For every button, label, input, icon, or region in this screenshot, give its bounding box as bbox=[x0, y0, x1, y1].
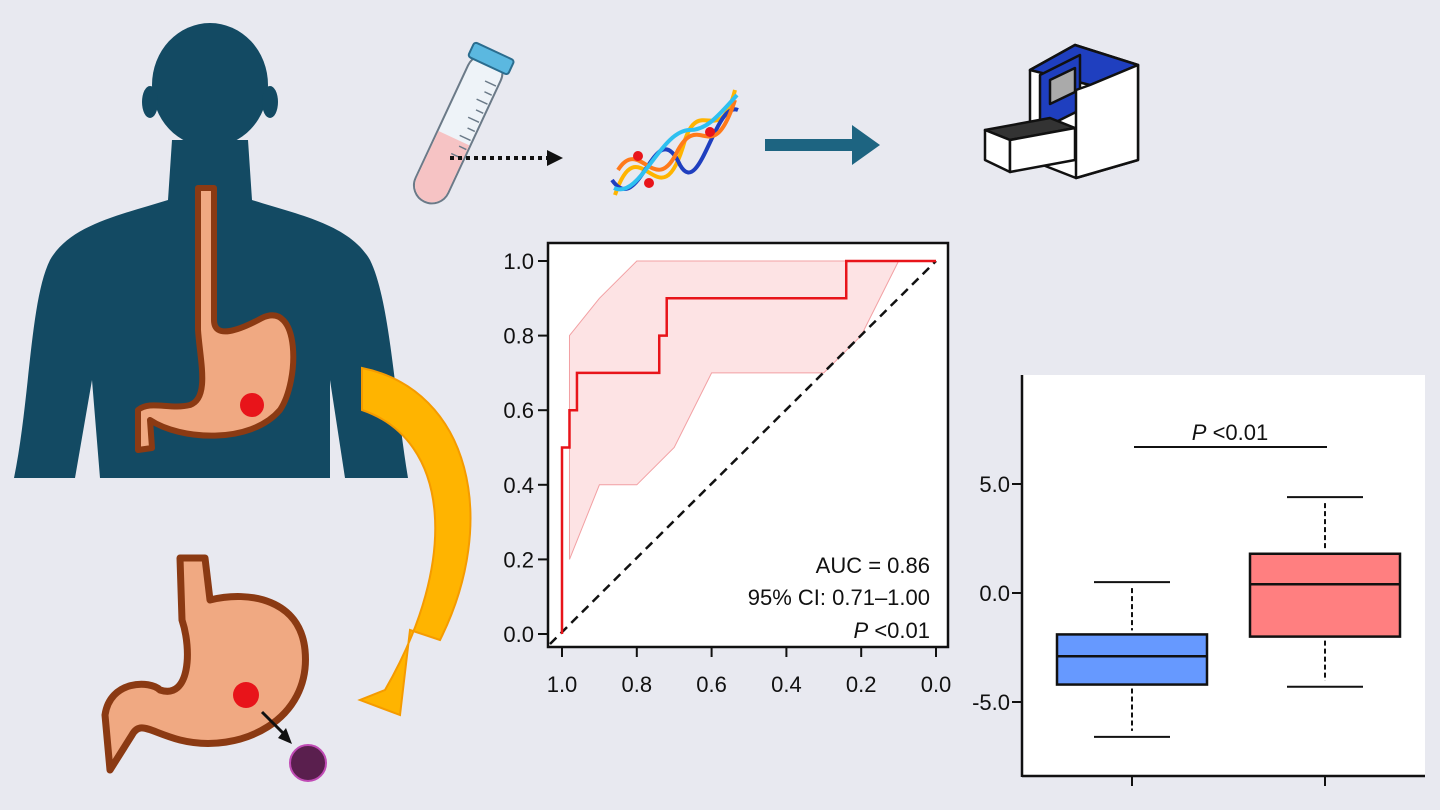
stomach-icon bbox=[135, 185, 297, 453]
roc-ci-label: 95% CI: 0.71–1.00 bbox=[748, 585, 930, 610]
roc-y-tick-label: 0.2 bbox=[503, 547, 534, 572]
roc-p-label: P <0.01 bbox=[854, 618, 930, 643]
roc-chart: 1.0 0.8 0.6 0.4 0.2 0.0 0.0 0.2 0.4 0.6 0.8 1.0 AUC… bbox=[503, 241, 952, 697]
roc-x-tick-label: 0.4 bbox=[771, 672, 802, 697]
roc-curve bbox=[560, 259, 936, 634]
dna-icon bbox=[610, 89, 739, 196]
box-group-2 bbox=[1248, 552, 1402, 638]
roc-y-tick-label: 0.4 bbox=[503, 473, 534, 498]
box-p-label: P <0.01 bbox=[1192, 420, 1268, 445]
box-group-1 bbox=[1055, 633, 1209, 686]
stomach-metastasis-icon bbox=[101, 554, 327, 782]
tumor-icon bbox=[233, 682, 259, 708]
roc-y-tick-label: 0.6 bbox=[503, 398, 534, 423]
roc-x-tick-label: 0.8 bbox=[622, 672, 653, 697]
roc-y-tick-label: 0.8 bbox=[503, 324, 534, 349]
roc-x-tick-label: 0.2 bbox=[846, 672, 877, 697]
dotted-arrow-icon bbox=[450, 150, 563, 166]
roc-x-tick-label: 0.0 bbox=[921, 672, 952, 697]
roc-auc-label: AUC = 0.86 bbox=[816, 553, 930, 578]
box-y-tick-label: -5.0 bbox=[972, 690, 1010, 715]
box-plot: 5.0 0.0 -5.0 P <0.01 bbox=[972, 375, 1425, 786]
roc-x-tick-label: 0.6 bbox=[696, 672, 727, 697]
tumor-icon bbox=[240, 393, 264, 417]
box-y-tick-label: 5.0 bbox=[979, 472, 1010, 497]
roc-y-tick-label: 0.0 bbox=[503, 622, 534, 647]
roc-ci-band bbox=[568, 260, 900, 560]
metastasis-icon bbox=[289, 744, 327, 782]
blood-tube-icon bbox=[412, 41, 515, 205]
roc-y-tick-label: 1.0 bbox=[503, 249, 534, 274]
sequencer-icon bbox=[983, 43, 1140, 180]
roc-x-tick-label: 1.0 bbox=[547, 672, 578, 697]
flow-arrow-icon bbox=[765, 125, 880, 165]
curved-arrow-icon bbox=[357, 366, 472, 717]
box-y-tick-label: 0.0 bbox=[979, 581, 1010, 606]
roc-reference-line bbox=[549, 260, 937, 645]
